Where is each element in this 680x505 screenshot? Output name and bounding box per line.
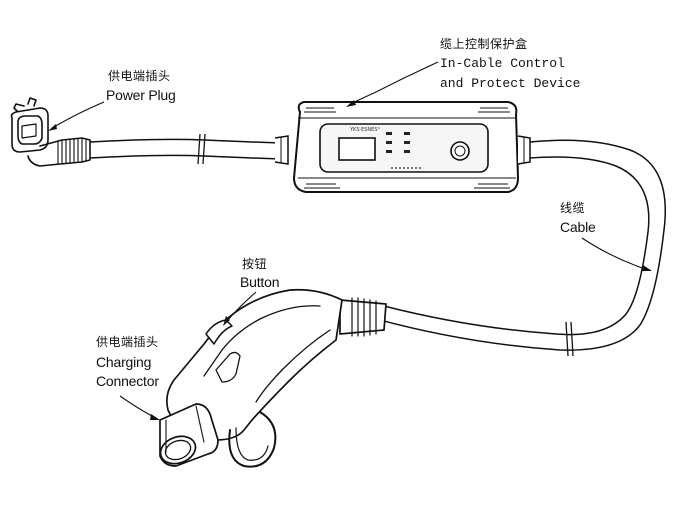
button-label-zh: 按钮 [242,257,268,271]
power-plug-illustration [10,97,91,167]
cable-label-en: Cable [560,219,596,235]
control-box-label-en-1: In-Cable Control [440,56,565,71]
cable-segment-box-to-connector [379,135,667,357]
control-box-label-zh: 缆上控制保护盒 [440,37,528,51]
button-label-en: Button [240,274,280,290]
control-box-label-en-2: and Protect Device [440,76,581,91]
power-plug-label-zh: 供电端插头 [108,69,171,83]
cable-segment-plug-to-box [89,133,289,165]
charging-connector-label-zh: 供电端插头 [96,335,159,349]
charging-connector-illustration [159,288,387,468]
cable-label-zh: 线缆 [560,201,586,215]
charging-connector-label-en-2: Connector [96,373,159,389]
power-plug-label-en: Power Plug [106,87,176,103]
device-brand-text: YKS·ESNES° [350,127,381,133]
leader-lines [48,61,652,420]
in-cable-control-box [292,101,520,193]
charging-connector-label-en-1: Charging [96,354,152,370]
